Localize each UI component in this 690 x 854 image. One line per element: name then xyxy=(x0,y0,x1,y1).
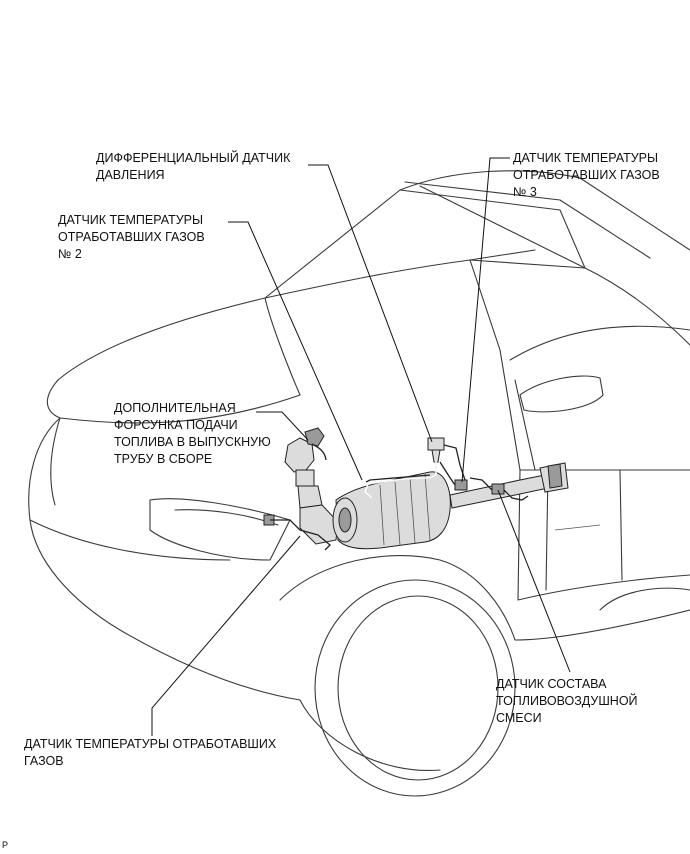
label-line: ДАВЛЕНИЯ xyxy=(96,168,165,182)
label-line: СМЕСИ xyxy=(496,711,542,725)
label-exhaust-temp-sensor: ДАТЧИК ТЕМПЕРАТУРЫ ОТРАБОТАВШИХ ГАЗОВ xyxy=(24,736,276,770)
label-line: № 2 xyxy=(58,247,82,261)
label-exhaust-temp-sensor-no2: ДАТЧИК ТЕМПЕРАТУРЫ ОТРАБОТАВШИХ ГАЗОВ № … xyxy=(58,212,205,263)
label-line: ДОПОЛНИТЕЛЬНАЯ xyxy=(114,401,236,415)
label-line: ДАТЧИК ТЕМПЕРАТУРЫ xyxy=(58,213,204,227)
label-line: ДИФФЕРЕНЦИАЛЬНЫЙ ДАТЧИК xyxy=(96,151,291,165)
label-line: ОТРАБОТАВШИХ ГАЗОВ xyxy=(513,168,660,182)
label-differential-pressure-sensor: ДИФФЕРЕНЦИАЛЬНЫЙ ДАТЧИК ДАВЛЕНИЯ xyxy=(96,150,290,184)
label-line: ТОПЛИВА В ВЫПУСКНУЮ xyxy=(114,435,271,449)
label-line: ДАТЧИК СОСТАВА xyxy=(496,677,607,691)
label-exhaust-fuel-injector: ДОПОЛНИТЕЛЬНАЯ ФОРСУНКА ПОДАЧИ ТОПЛИВА В… xyxy=(114,400,271,468)
label-line: ГАЗОВ xyxy=(24,754,64,768)
label-line: ТОПЛИВОВОЗДУШНОЙ xyxy=(496,694,638,708)
label-line: ОТРАБОТАВШИХ ГАЗОВ xyxy=(58,230,205,244)
exhaust-system-parts xyxy=(263,427,569,551)
car-body-illustration xyxy=(28,170,690,797)
label-line: ФОРСУНКА ПОДАЧИ xyxy=(114,418,238,432)
corner-mark: P xyxy=(2,840,9,850)
label-exhaust-temp-sensor-no3: ДАТЧИК ТЕМПЕРАТУРЫ ОТРАБОТАВШИХ ГАЗОВ № … xyxy=(513,150,660,201)
label-line: № 3 xyxy=(513,185,537,199)
label-air-fuel-ratio-sensor: ДАТЧИК СОСТАВА ТОПЛИВОВОЗДУШНОЙ СМЕСИ xyxy=(496,676,638,727)
label-line: ТРУБУ В СБОРЕ xyxy=(114,452,213,466)
leader-lines xyxy=(151,157,571,736)
label-line: ДАТЧИК ТЕМПЕРАТУРЫ xyxy=(513,151,659,165)
label-line: ДАТЧИК ТЕМПЕРАТУРЫ ОТРАБОТАВШИХ xyxy=(24,737,277,751)
